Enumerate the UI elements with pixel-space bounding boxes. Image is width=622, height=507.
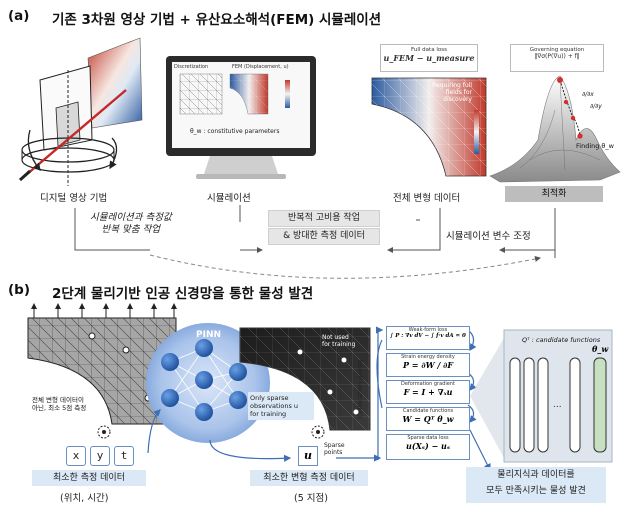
panel-b-title: 2단계 물리기반 인공 신경망을 통한 물성 발견 [52,286,314,302]
svg-text:∂/∂x: ∂/∂x [582,91,594,98]
pinn-label: PINN [196,330,222,340]
massive-data-box: & 방대한 측정 데이터 [268,228,380,245]
min-measure-box: 최소한 측정 데이터 [32,470,146,486]
mesh-plate [27,303,177,439]
mesh-note: 전체 변형 데이터이 아닌, 최소 5점 측정 [32,396,87,412]
monitor-illustration [166,56,316,179]
costly-task-box: 반복적 고비용 작업 [268,210,380,227]
input-x-key: x [66,446,86,466]
chain-strain-energy: Strain energy density P = ∂W / ∂F [386,353,470,377]
not-used-note: Not used for training [322,334,356,348]
sparse-points-note: Sparse points [324,442,345,456]
candidate-functions-label: Qᵀ : candidate functions [522,336,601,344]
loop-arrows [74,205,556,279]
chain-deformation-gradient: Deformation gradient F = I + ∇ₓu [386,380,470,404]
caption-simulation: 시뮬레이션 [207,193,251,204]
panel-a-label: (a) [8,8,30,24]
caption-digital-imaging: 디지털 영상 기법 [40,193,108,204]
min-deform-sub: (5 지점) [294,493,328,504]
requiring-note: Requiring full fields for discovery [432,82,472,103]
panel-a-title: 기존 3차원 영상 기법 + 유산요소해석(FEM) 시뮬레이션 [52,12,382,28]
governing-eq: ‖∇σ(P(∇u)) + f‖ [534,53,580,60]
candidate-ellipsis: ... [553,400,562,410]
full-data-loss-eq: u_FEM − u_measure [383,53,475,63]
monitor-params: θ_w : constitutive parameters [190,128,280,135]
3d-imaging-device-illustration [18,37,143,186]
governing-title: Governing equation [529,47,585,53]
collocation-points-label: Collocation points [356,359,364,418]
min-deform-box: 최소한 변형 측정 데이터 [250,470,368,486]
svg-text:∂/∂y: ∂/∂y [590,103,602,110]
input-t-key: t [114,446,134,466]
theta-w-label: θ_w [592,344,609,354]
chain-sparse-data-loss: Sparse data loss u(Xₛ) − uₛ [386,434,470,460]
input-y-key: y [90,446,110,466]
sparse-observations-note: Only sparse observations u for training [248,392,314,420]
candidate-projection [470,338,504,458]
full-data-loss-title: Full data loss [411,47,447,53]
optimization-box: 최적화 [505,186,603,202]
panel-b-label: (b) [8,282,31,298]
loop-left-text: 시뮬레이션과 측정값 반복 맞춤 작업 [90,212,172,235]
caption-full-data: 전체 변형 데이터 [393,193,461,204]
discovery-box: 물리지식과 데이터를 모두 만족시키는 물성 발견 [466,467,606,503]
chain-candidate-functions: Candidate functions W = Qᵀ θ_w [386,407,470,431]
full-data-loss-box: Full data loss u_FEM − u_measure [380,44,478,72]
chain-weak-form: Weak-form loss ∫ P : ∇v dV − ∫ f·v dA = … [386,326,470,350]
flow-arrows [147,326,491,472]
loop-right-text: 시뮬레이션 변수 조정 [446,231,531,242]
sparse-field-plot [239,327,371,439]
min-measure-sub: (위치, 시간) [60,493,109,504]
monitor-discretization: Discretization [174,64,209,70]
loss-surface-illustration: ∂/∂x ∂/∂y [489,75,621,183]
governing-equation-box: Governing equation ‖∇σ(P(∇u)) + f‖ [510,44,604,72]
u-symbol-box: u [298,446,318,466]
pinn-network [146,323,270,443]
candidate-matrix [503,329,613,463]
monitor-fem: FEM (Displacement, u) [232,64,289,70]
finding-theta: Finding θ_w [576,142,614,150]
full-field-plot [371,77,487,177]
